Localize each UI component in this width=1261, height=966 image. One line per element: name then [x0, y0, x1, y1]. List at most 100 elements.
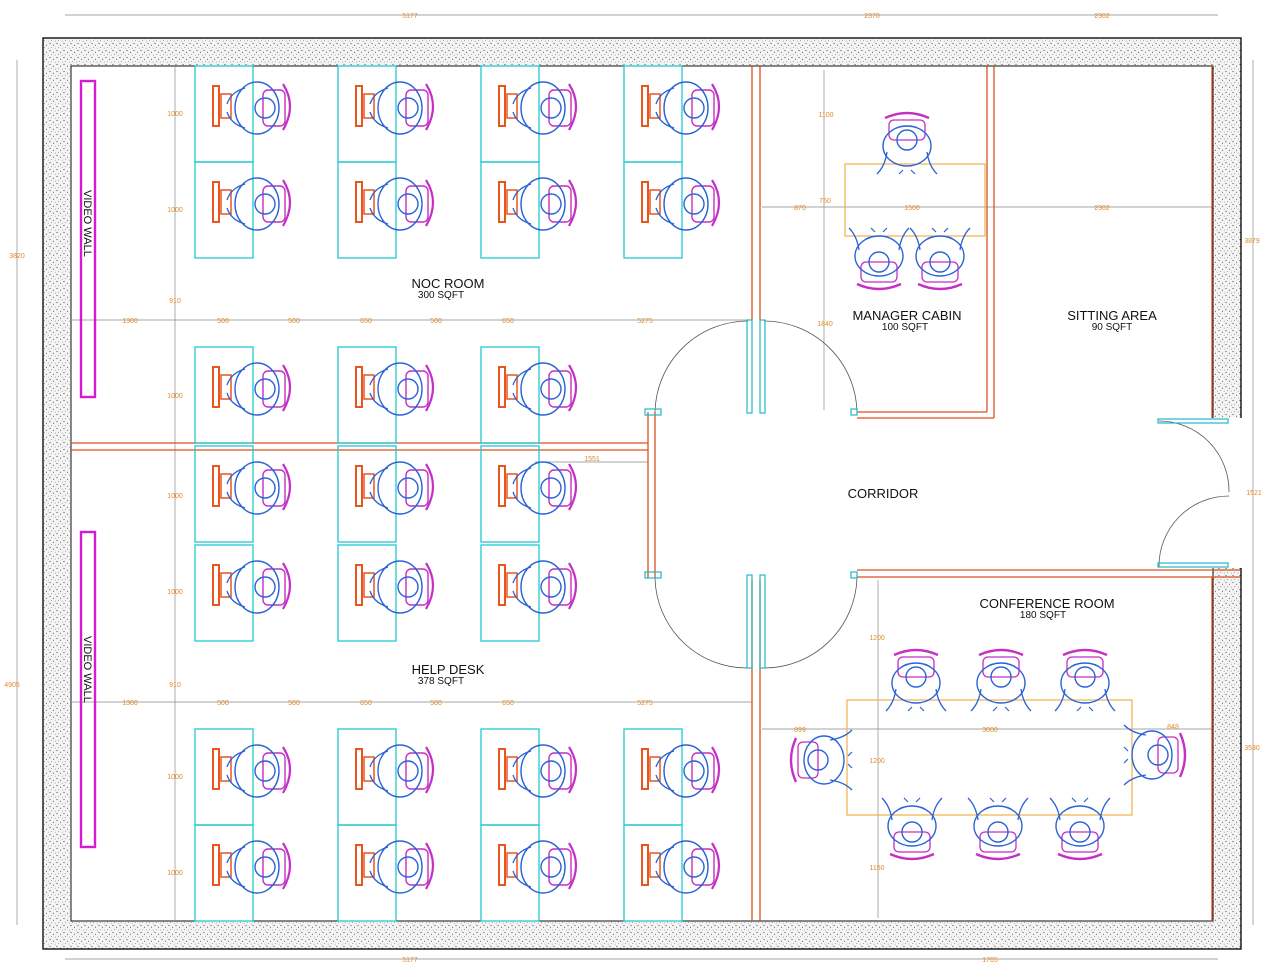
dim-help-5: 500: [430, 700, 442, 707]
workstations: [194, 65, 721, 922]
dim-noc-4: 650: [360, 318, 372, 325]
dim-misc-1: 910: [169, 298, 181, 305]
manager-cabin-area: 100 SQFT: [882, 322, 928, 333]
dim-help-1: 1300: [122, 700, 138, 707]
video-wall-label: VIDEO WALL: [81, 190, 93, 257]
noc-room-title: NOC ROOM: [412, 276, 485, 291]
workstation: [337, 346, 435, 444]
sitting-area-title: SITTING AREA: [1067, 308, 1157, 323]
dim-help-3: 500: [288, 700, 300, 707]
dim-conf-v-2: 1200: [869, 758, 885, 765]
workstation: [337, 544, 435, 642]
conference-room-title: CONFERENCE ROOM: [979, 596, 1114, 611]
dim-desk-v-7: 1000: [167, 870, 183, 877]
workstation: [480, 824, 578, 922]
manager-cabin-title: MANAGER CABIN: [852, 308, 961, 323]
dim-mgr-h-3: 1500: [904, 205, 920, 212]
dim-noc-1: 1300: [122, 318, 138, 325]
workstation: [194, 824, 292, 922]
dim-conf-h-2: 3000: [982, 727, 998, 734]
workstation: [337, 445, 435, 543]
dim-conf-v-3: 1150: [869, 865, 884, 872]
dim-desk-v-3: 1000: [167, 393, 183, 400]
video-wall-label: VIDEO WALL: [81, 636, 93, 703]
dim-top-2: 2370: [864, 13, 880, 20]
dim-help-7: 5275: [637, 700, 653, 707]
workstation: [480, 161, 578, 259]
workstation: [194, 161, 292, 259]
dim-right-2: 1521: [1246, 490, 1261, 497]
dim-desk-v-6: 1000: [167, 774, 183, 781]
dim-mgr-v-1: 1100: [818, 112, 833, 119]
sitting-area-area: 90 SQFT: [1092, 322, 1133, 333]
chair-seat: [789, 729, 853, 791]
video-wall-noc: VIDEO WALL: [79, 79, 97, 399]
dim-right-3: 3530: [1244, 745, 1260, 752]
workstation: [194, 346, 292, 444]
workstation: [194, 65, 292, 163]
chair-seat: [1049, 797, 1111, 861]
dim-noc-7: 5275: [637, 318, 653, 325]
workstation: [480, 445, 578, 543]
dim-bottom-2: 1765: [982, 957, 998, 964]
chair-seat: [848, 227, 910, 291]
dim-left-1: 3820: [9, 253, 25, 260]
workstation: [480, 346, 578, 444]
dim-top-1: 5177: [402, 13, 418, 20]
dim-bottom-1: 5177: [402, 957, 418, 964]
workstation: [623, 161, 721, 259]
dim-top-3: 2302: [1094, 13, 1110, 20]
dim-desk-v-1: 1000: [167, 111, 183, 118]
chair-seat: [881, 797, 943, 861]
dim-misc-3: 1551: [584, 456, 600, 463]
dim-noc-5: 500: [430, 318, 442, 325]
dim-mgr-h-4: 2302: [1094, 205, 1110, 212]
chair-seat: [967, 797, 1029, 861]
workstation: [194, 445, 292, 543]
dim-conf-v-1: 1200: [869, 635, 885, 642]
dimension-lines: [16, 14, 1254, 960]
doors: [644, 319, 1230, 669]
dim-noc-3: 500: [288, 318, 300, 325]
dim-conf-h-3: 848: [1167, 724, 1179, 731]
dim-help-2: 500: [217, 700, 229, 707]
chair-seat: [1054, 648, 1116, 712]
workstation: [623, 824, 721, 922]
dimension-labels: 5177 2370 2302 5177 1765 3820 4905 3879 …: [4, 13, 1261, 964]
dim-desk-v-4: 1000: [167, 493, 183, 500]
dim-mgr-h-1: 870: [794, 205, 806, 212]
manager-table: [844, 163, 986, 237]
workstation: [480, 544, 578, 642]
dim-mgr-v-2: 1840: [817, 321, 833, 328]
workstation: [337, 728, 435, 826]
dim-desk-v-2: 1000: [167, 207, 183, 214]
dim-noc-6: 650: [502, 318, 514, 325]
chair-seat: [876, 111, 938, 175]
dim-conf-h-1: 899: [794, 727, 806, 734]
help-desk-area: 378 SQFT: [418, 676, 464, 687]
dim-misc-2: 910: [169, 682, 181, 689]
help-desk-title: HELP DESK: [412, 662, 485, 677]
room-labels: NOC ROOM 300 SQFT HELP DESK 378 SQFT MAN…: [412, 276, 1158, 687]
workstation: [623, 728, 721, 826]
dim-desk-v-5: 1000: [167, 589, 183, 596]
workstation: [337, 824, 435, 922]
dim-help-6: 650: [502, 700, 514, 707]
seating: [789, 111, 1187, 861]
corridor-title: CORRIDOR: [848, 486, 919, 501]
chair-seat: [885, 648, 947, 712]
dim-help-4: 650: [360, 700, 372, 707]
video-wall-help: VIDEO WALL: [79, 530, 97, 849]
workstation: [337, 65, 435, 163]
dim-noc-2: 500: [217, 318, 229, 325]
dim-right-1: 3879: [1244, 238, 1260, 245]
chair-seat: [970, 648, 1032, 712]
dim-mgr-h-2: 750: [819, 198, 831, 205]
workstation: [337, 161, 435, 259]
chair-seat: [909, 227, 971, 291]
dim-left-2: 4905: [4, 682, 20, 689]
conference-room-area: 180 SQFT: [1020, 610, 1066, 621]
noc-room-area: 300 SQFT: [418, 290, 464, 301]
chair-seat: [1123, 724, 1187, 786]
